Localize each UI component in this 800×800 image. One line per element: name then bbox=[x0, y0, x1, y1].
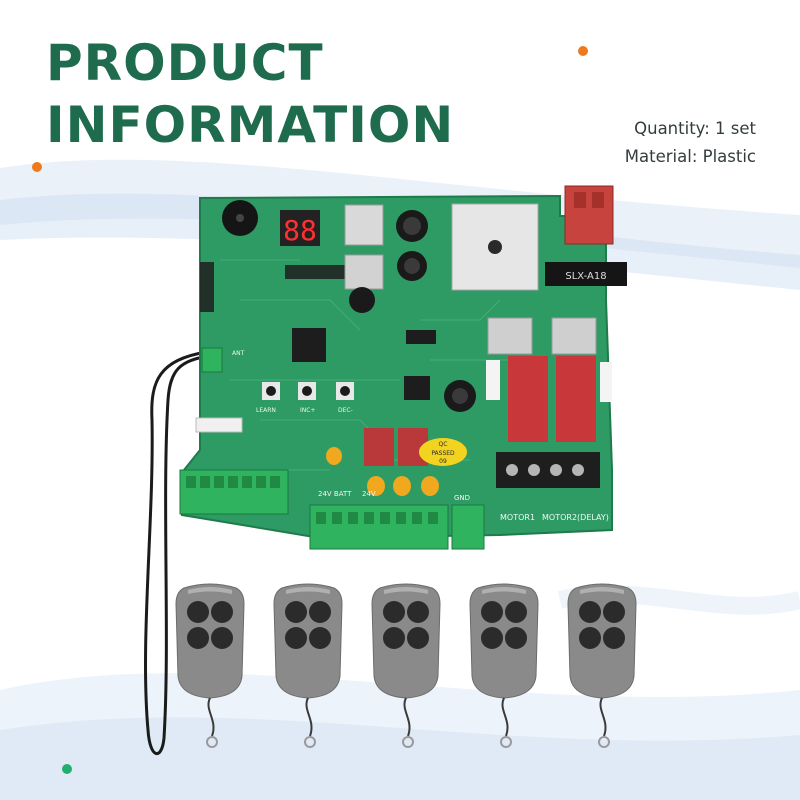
remote-control-2 bbox=[273, 583, 343, 748]
antenna-wire bbox=[144, 350, 211, 756]
seven-segment-display bbox=[280, 210, 320, 246]
label-dec: DEC- bbox=[338, 407, 353, 414]
remote-control-3 bbox=[371, 583, 441, 748]
remote-control-4 bbox=[469, 583, 539, 748]
label-gnd: GND bbox=[454, 494, 470, 502]
display-digits: 88 bbox=[283, 214, 317, 247]
decor-dot-green-bottom bbox=[62, 764, 72, 774]
label-batt: 24V BATT bbox=[318, 490, 352, 498]
remote-button-2 bbox=[309, 601, 331, 623]
heading-line-2: INFORMATION bbox=[46, 96, 455, 154]
remote-control-5 bbox=[567, 583, 637, 748]
svg-text:PASSED: PASSED bbox=[431, 450, 455, 457]
qc-sticker bbox=[419, 438, 467, 466]
remote-button-1 bbox=[285, 601, 307, 623]
label-inc: INC+ bbox=[300, 407, 315, 414]
remote-button-3 bbox=[187, 627, 209, 649]
remote-button-4 bbox=[211, 627, 233, 649]
remote-button-2 bbox=[407, 601, 429, 623]
remote-button-1 bbox=[481, 601, 503, 623]
remote-button-4 bbox=[407, 627, 429, 649]
heatsink-left bbox=[344, 204, 384, 246]
spec-material: Material: Plastic bbox=[624, 147, 756, 166]
remote-button-2 bbox=[603, 601, 625, 623]
decor-dot-orange-left bbox=[32, 162, 42, 172]
remote-button-3 bbox=[285, 627, 307, 649]
label-ant: ANT bbox=[232, 350, 245, 357]
remote-button-1 bbox=[579, 601, 601, 623]
power-connector bbox=[564, 185, 614, 245]
heading-line-1: PRODUCT bbox=[46, 34, 324, 92]
remote-button-4 bbox=[505, 627, 527, 649]
microcontroller bbox=[292, 328, 326, 362]
part-number: SLX-A18 bbox=[565, 271, 606, 282]
spec-quantity: Quantity: 1 set bbox=[634, 119, 756, 138]
remote-button-4 bbox=[309, 627, 331, 649]
relay-2 bbox=[556, 356, 596, 442]
terminal-block-bottom bbox=[309, 504, 449, 550]
remote-control-1 bbox=[175, 583, 245, 748]
remote-button-3 bbox=[383, 627, 405, 649]
remote-button-4 bbox=[603, 627, 625, 649]
remote-button-2 bbox=[505, 601, 527, 623]
tact-buttons bbox=[262, 382, 354, 400]
svg-text:09: 09 bbox=[439, 458, 447, 465]
decor-dot-orange-top bbox=[578, 46, 588, 56]
remote-button-2 bbox=[211, 601, 233, 623]
relay-1 bbox=[508, 356, 548, 442]
label-24v: 24V bbox=[362, 490, 376, 498]
label-motor1: MOTOR1 bbox=[500, 513, 535, 522]
remote-button-3 bbox=[481, 627, 503, 649]
label-learn: LEARN bbox=[256, 407, 276, 414]
remote-button-3 bbox=[579, 627, 601, 649]
remote-button-1 bbox=[187, 601, 209, 623]
remote-button-1 bbox=[383, 601, 405, 623]
svg-text:QC: QC bbox=[439, 441, 448, 448]
label-motor2: MOTOR2(DELAY) bbox=[542, 513, 609, 522]
